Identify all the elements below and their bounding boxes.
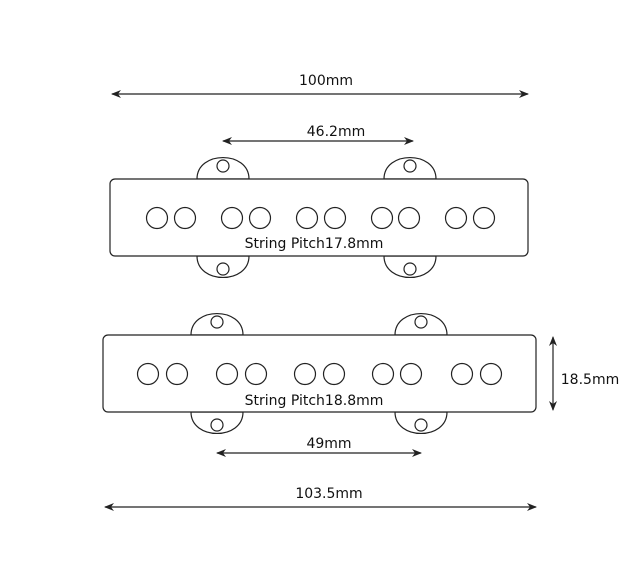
pickup-cover <box>109 178 529 257</box>
mounting-ear <box>383 255 437 278</box>
mounting-ear <box>196 255 250 278</box>
pole-piece <box>293 362 317 386</box>
pole-piece <box>479 362 503 386</box>
mounting-hole-icon <box>403 262 417 276</box>
pickup-bridge <box>102 313 537 434</box>
mounting-ear <box>383 157 437 180</box>
string-pitch-neck: String Pitch17.8mm <box>245 236 384 252</box>
pole-piece <box>244 362 268 386</box>
pole-piece <box>220 206 244 230</box>
pole-piece <box>472 206 496 230</box>
pole-piece <box>370 206 394 230</box>
mounting-ear <box>394 313 448 336</box>
mounting-hole-icon <box>414 418 428 432</box>
dim-bottom-mount-label: 49mm <box>306 436 351 452</box>
mounting-hole-icon <box>210 418 224 432</box>
pole-piece <box>136 362 160 386</box>
pickup-neck <box>109 157 529 278</box>
pole-piece <box>444 206 468 230</box>
mounting-ear <box>394 411 448 434</box>
mounting-hole-icon <box>414 315 428 329</box>
dim-bottom-length-label: 103.5mm <box>295 486 362 502</box>
pole-piece <box>322 362 346 386</box>
pole-piece <box>165 362 189 386</box>
pole-piece <box>399 362 423 386</box>
mounting-hole-icon <box>216 262 230 276</box>
mounting-hole-icon <box>210 315 224 329</box>
pole-piece <box>371 362 395 386</box>
pickup-cover <box>102 334 537 413</box>
pole-piece <box>248 206 272 230</box>
mounting-ear <box>196 157 250 180</box>
pole-piece <box>173 206 197 230</box>
string-pitch-bridge: String Pitch18.8mm <box>245 393 384 409</box>
pole-piece <box>397 206 421 230</box>
pole-piece <box>215 362 239 386</box>
mounting-hole-icon <box>403 159 417 173</box>
pole-piece <box>295 206 319 230</box>
dim-top-mount-label: 46.2mm <box>307 124 365 140</box>
mounting-hole-icon <box>216 159 230 173</box>
pole-piece <box>450 362 474 386</box>
pole-piece <box>323 206 347 230</box>
dim-top-length-label: 100mm <box>299 73 353 89</box>
dim-height-label: 18.5mm <box>561 372 619 388</box>
mounting-ear <box>190 313 244 336</box>
mounting-ear <box>190 411 244 434</box>
pole-piece <box>145 206 169 230</box>
